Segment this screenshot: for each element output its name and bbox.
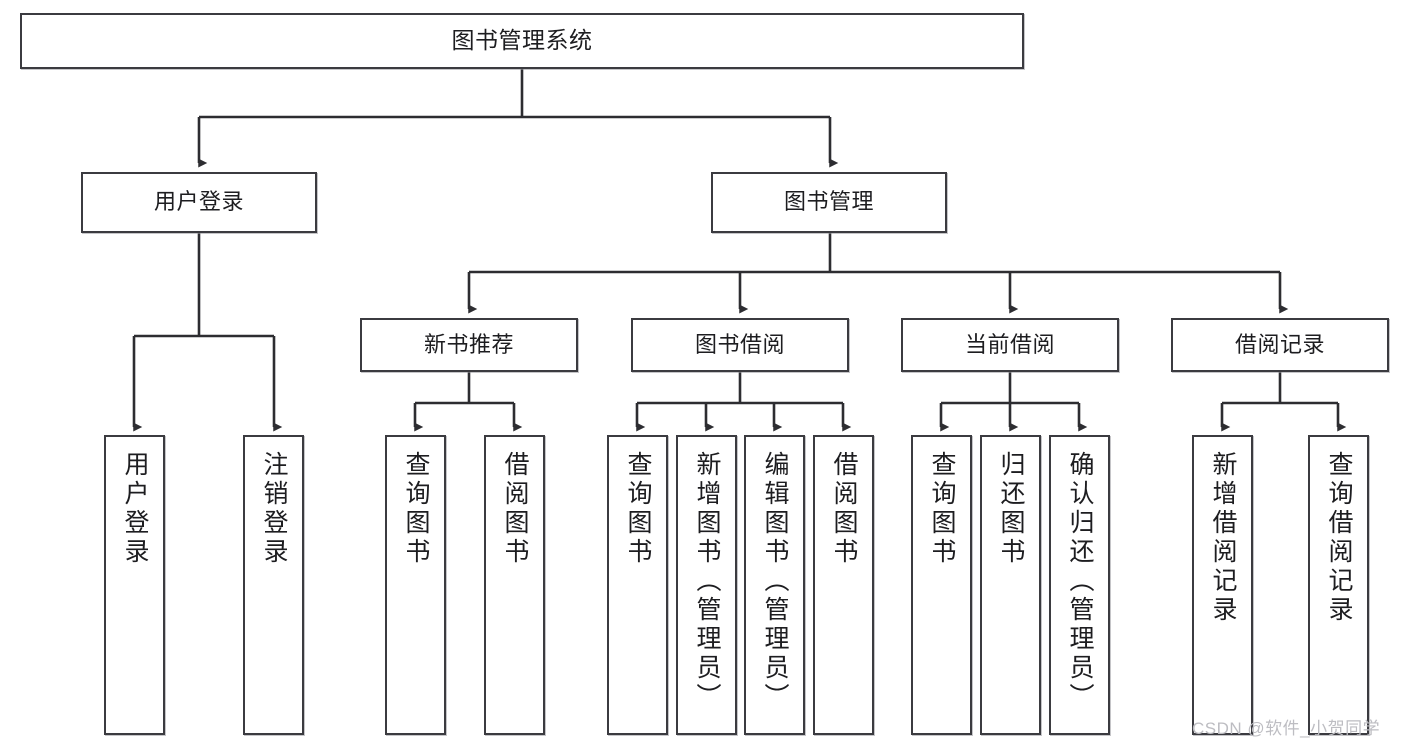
node-label: 新增图书（管理员） — [693, 451, 721, 712]
node-label: 借阅图书 — [501, 451, 529, 567]
node-label: 查询图书 — [928, 451, 956, 567]
node-label: 查询图书 — [624, 451, 652, 567]
node-label: 图书借阅 — [694, 331, 785, 357]
node-leaf-edit-book-admin[interactable]: 编辑图书（管理员） — [744, 435, 805, 735]
node-leaf-return-book[interactable]: 归还图书 — [980, 435, 1041, 735]
csdn-watermark: CSDN @软件_小贺同学 — [1192, 719, 1381, 738]
node-leaf-query-borrow-record[interactable]: 查询借阅记录 — [1308, 435, 1369, 735]
node-label: 新书推荐 — [423, 331, 514, 357]
node-leaf-logout-login[interactable]: 注销登录 — [243, 435, 304, 735]
node-root-book-management-system[interactable]: 图书管理系统 — [20, 13, 1024, 69]
node-book-borrow[interactable]: 图书借阅 — [631, 318, 849, 372]
node-borrow-record[interactable]: 借阅记录 — [1171, 318, 1389, 372]
node-leaf-confirm-return-admin[interactable]: 确认归还（管理员） — [1049, 435, 1110, 735]
node-label: 编辑图书（管理员） — [761, 451, 789, 712]
node-new-book-recommend[interactable]: 新书推荐 — [360, 318, 578, 372]
node-label: 借阅记录 — [1234, 331, 1325, 357]
node-leaf-add-book-admin[interactable]: 新增图书（管理员） — [676, 435, 737, 735]
node-label: 图书管理系统 — [451, 27, 593, 54]
node-label: 确认归还（管理员） — [1066, 451, 1094, 712]
node-book-management[interactable]: 图书管理 — [711, 172, 947, 233]
node-leaf-query-book-current[interactable]: 查询图书 — [911, 435, 972, 735]
node-leaf-borrow-book[interactable]: 借阅图书 — [813, 435, 874, 735]
node-label: 查询图书 — [402, 451, 430, 567]
node-label: 用户登录 — [121, 451, 149, 567]
node-label: 用户登录 — [153, 189, 244, 215]
node-label: 当前借阅 — [964, 331, 1055, 357]
node-label: 查询借阅记录 — [1325, 451, 1353, 625]
node-label: 注销登录 — [260, 451, 288, 567]
node-label: 借阅图书 — [830, 451, 858, 567]
node-leaf-query-book-borrow[interactable]: 查询图书 — [607, 435, 668, 735]
node-label: 新增借阅记录 — [1209, 451, 1237, 625]
node-label: 归还图书 — [997, 451, 1025, 567]
node-leaf-add-borrow-record[interactable]: 新增借阅记录 — [1192, 435, 1253, 735]
node-user-login[interactable]: 用户登录 — [81, 172, 317, 233]
node-leaf-borrow-book-recommend[interactable]: 借阅图书 — [484, 435, 545, 735]
node-leaf-user-login[interactable]: 用户登录 — [104, 435, 165, 735]
node-current-borrow[interactable]: 当前借阅 — [901, 318, 1119, 372]
node-label: 图书管理 — [783, 189, 874, 215]
node-leaf-query-book-recommend[interactable]: 查询图书 — [385, 435, 446, 735]
